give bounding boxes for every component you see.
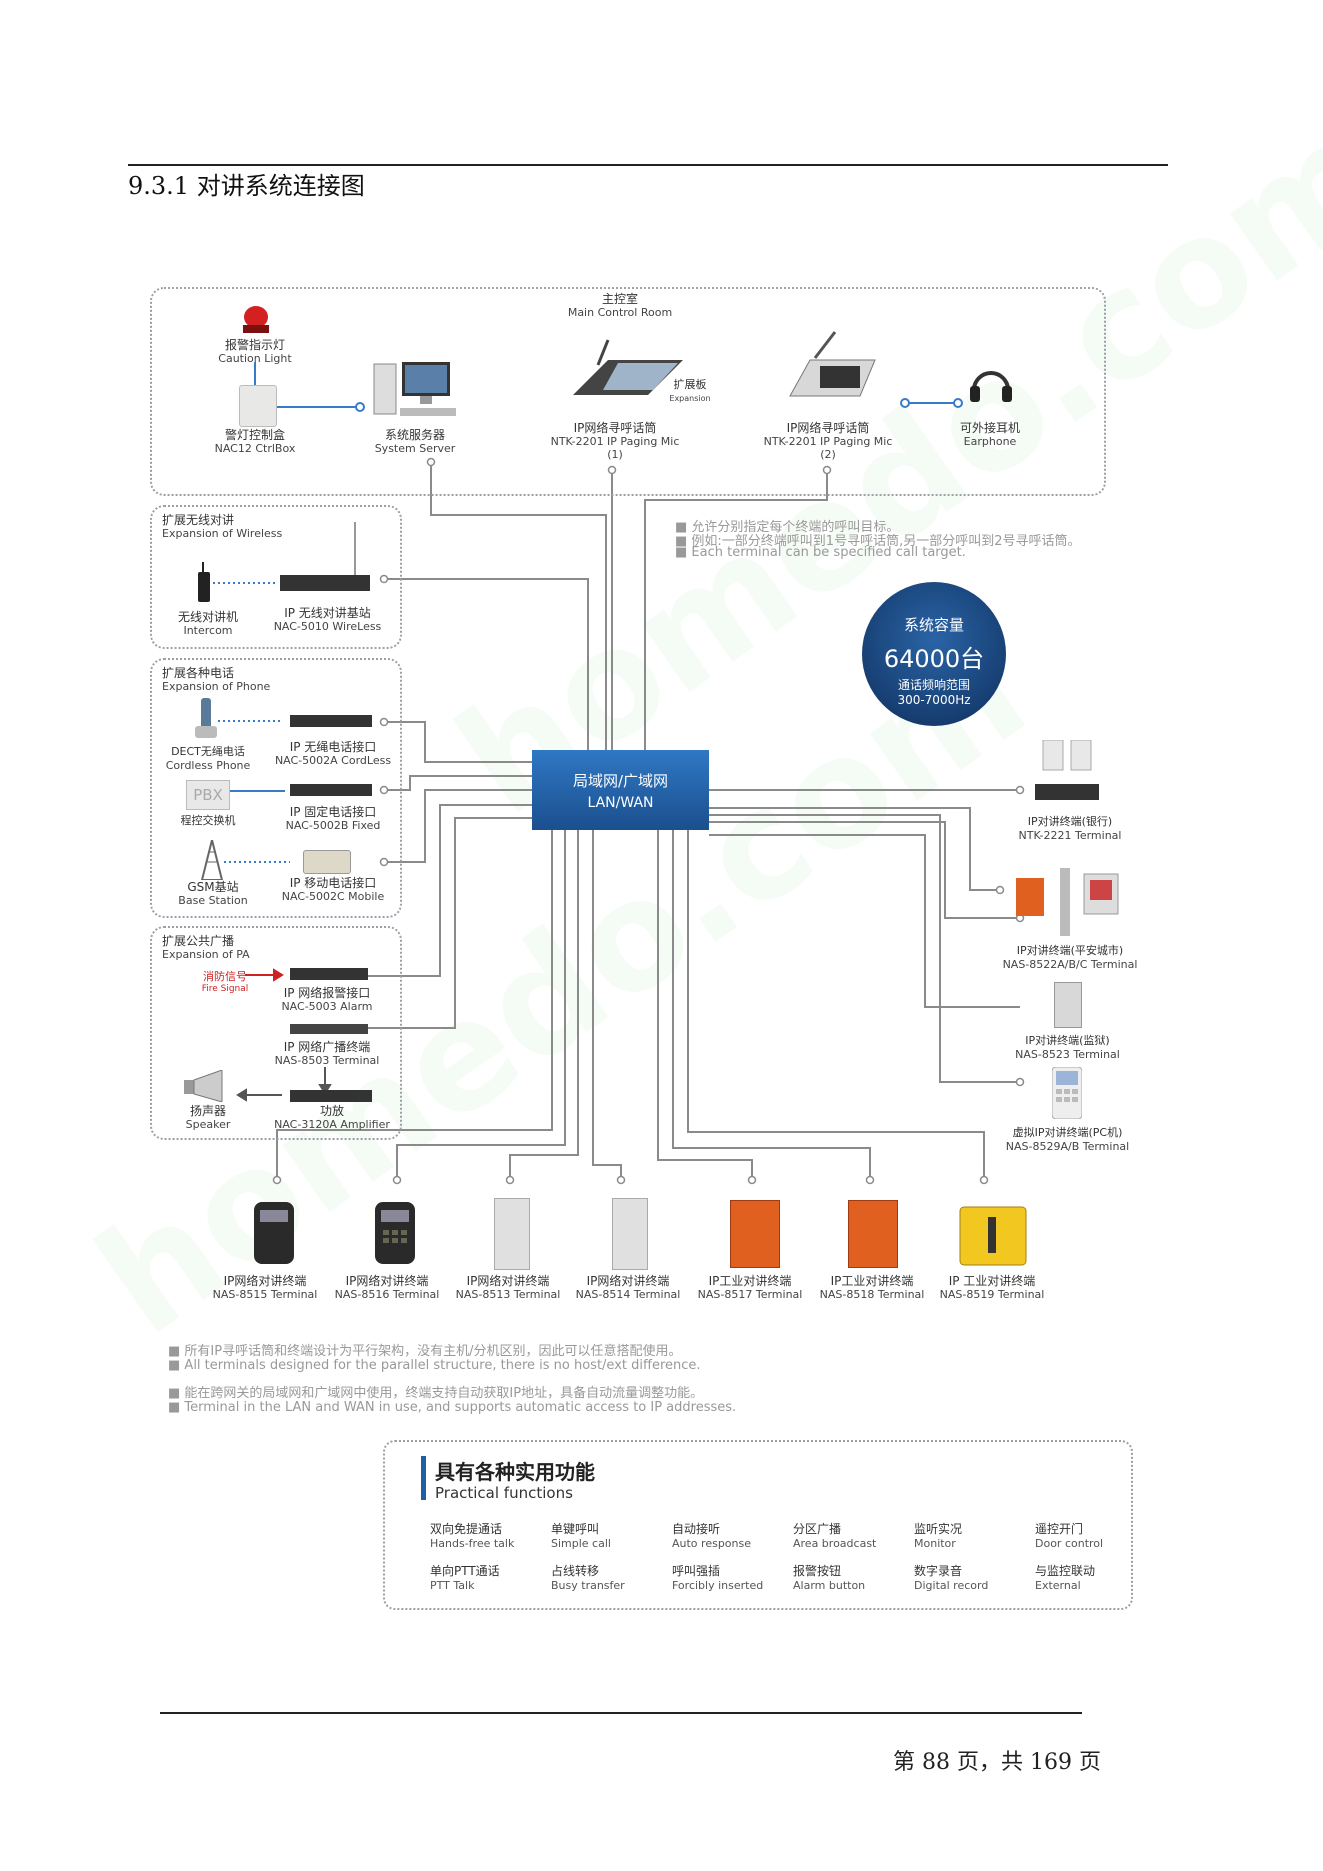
header-rule: [128, 164, 1168, 166]
paging-mic-1-icon: [568, 335, 688, 405]
note-top-2: ■ 例如:一部分终端呼叫到1号寻呼话筒,另一部分呼叫到2号寻呼话筒。: [675, 534, 1081, 549]
bank-terminal-icon: [1035, 739, 1099, 806]
prison-terminal-icon: [1054, 982, 1082, 1028]
cordless-phone-icon: [195, 698, 217, 738]
wireless-base-icon: [280, 520, 370, 595]
main-control-room-group: [150, 287, 1106, 496]
note-top-1: ■ 允许分别指定每个终端的呼叫目标。: [675, 520, 900, 535]
terminal-8519-icon: [958, 1205, 1028, 1267]
broadcast-terminal-icon: [290, 1024, 368, 1034]
bank-terminal-label: IP对讲终端(银行)NTK-2221 Terminal: [1018, 815, 1122, 842]
page-number: 第 88 页，共 169 页: [893, 1750, 1101, 1775]
cordless-interface-icon: [290, 715, 372, 727]
footer-rule: [160, 1712, 1082, 1714]
functions-accent-bar: [421, 1456, 426, 1500]
pc-terminal-icon: [1051, 1066, 1083, 1120]
main-room-title: 主控室 Main Control Room: [567, 292, 673, 319]
terminal-8517-icon: [730, 1200, 780, 1268]
lan-wan-hub: 局域网/广域网 LAN/WAN: [532, 750, 709, 830]
speaker-icon: [182, 1069, 226, 1103]
terminal-8514-icon: [612, 1198, 648, 1270]
gsm-tower-icon: [200, 839, 224, 881]
phone-group: [150, 658, 402, 918]
safe-city-terminal-label: IP对讲终端(平安城市)NAS-8522A/B/C Terminal: [1002, 944, 1138, 971]
note-bottom-1: ■ 所有IP寻呼话筒和终端设计为平行架构，没有主机/分机区别，因此可以任意搭配使…: [168, 1344, 682, 1359]
functions-subtitle: Practical functions: [435, 1484, 573, 1502]
ctrlbox-icon: [239, 385, 277, 427]
section-title: 9.3.1 对讲系统连接图: [128, 172, 365, 200]
fixed-interface-icon: [290, 784, 372, 796]
safe-city-terminal-icon: [1012, 868, 1122, 936]
alarm-interface-icon: [290, 968, 368, 980]
amplifier-icon: [290, 1090, 372, 1102]
mobile-interface-icon: [303, 850, 351, 874]
note-bottom-2: ■ All terminals designed for the paralle…: [168, 1358, 701, 1373]
note-top-3: ■ Each terminal can be specified call ta…: [675, 545, 966, 560]
pbx-icon: PBX: [186, 780, 230, 810]
server-icon: [370, 360, 460, 422]
terminal-8515-icon: [252, 1200, 296, 1266]
pbx-label: 程控交换机: [180, 814, 236, 827]
caution-light-icon: [241, 305, 271, 335]
terminal-8513-icon: [494, 1198, 530, 1270]
note-bottom-3: ■ 能在跨网关的局域网和广域网中使用，终端支持自动获取IP地址，具备自动流量调整…: [168, 1386, 704, 1401]
note-bottom-4: ■ Terminal in the LAN and WAN in use, an…: [168, 1400, 737, 1415]
capacity-badge: 系统容量 64000台 通话频响范围 300-7000Hz: [862, 582, 1006, 726]
terminal-8518-icon: [848, 1200, 898, 1268]
walkie-talkie-icon: [196, 562, 212, 602]
prison-terminal-label: IP对讲终端(监狱)NAS-8523 Terminal: [1015, 1034, 1120, 1061]
wireless-group: [150, 505, 402, 649]
paging-mic-2-icon: [780, 330, 880, 402]
terminal-8516-icon: [373, 1200, 417, 1266]
earphone-icon: [968, 360, 1014, 406]
functions-title: 具有各种实用功能: [435, 1460, 595, 1484]
pa-group: [150, 926, 402, 1140]
pc-terminal-label: 虚拟IP对讲终端(PC机)NAS-8529A/B Terminal: [1005, 1126, 1130, 1153]
